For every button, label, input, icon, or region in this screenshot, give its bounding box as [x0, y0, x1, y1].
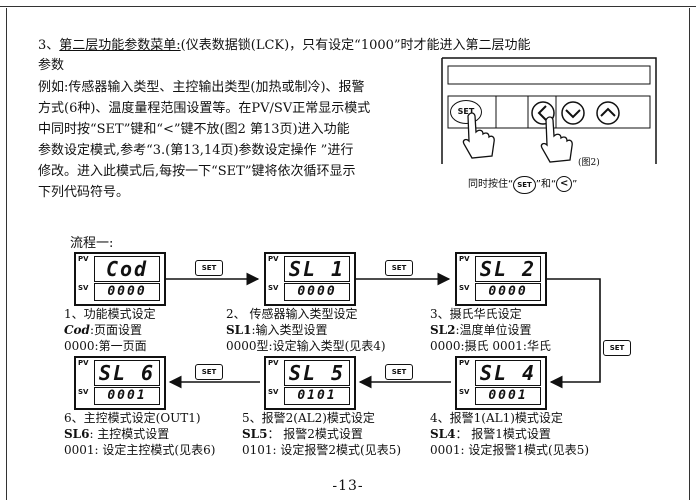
lcd-pv-display: SL 6 [94, 360, 160, 386]
figure-instruction: 同时按住“SET”和“<” [468, 176, 577, 194]
page-number: -13- [332, 478, 364, 494]
heading-line2: 参数 [38, 58, 65, 73]
up-arrow-key-icon [596, 101, 620, 125]
fig-arrow-keys [531, 101, 620, 125]
lcd-sv-display: 0101 [284, 387, 350, 405]
figure-caption: (图2) [578, 158, 600, 168]
page-top-border [0, 0, 696, 7]
step-4-desc: 4、报警1(AL1)模式设定 SL4： 报警1模式设置 0001: 设定报警1模… [430, 411, 590, 457]
set-key-icon: SET [513, 176, 536, 194]
lcd-sv-display: 0000 [475, 283, 541, 301]
set-key-icon: SET [385, 260, 413, 276]
heading-rest: (仪表数据锁(LCK)，只有设定“1000”时才能进入第二层功能 [180, 38, 531, 53]
lcd-sv-display: 0000 [284, 283, 350, 301]
paragraph-line-5: 修改。进入此模式后,每按一下“SET”键将依次循环显示 [38, 164, 356, 179]
lcd-sv-display: 0001 [475, 387, 541, 405]
fig-set-button: SET [450, 100, 482, 124]
lcd-pv-display: SL 2 [475, 256, 541, 282]
page-left-border [6, 8, 7, 500]
lcd-step-2: PV SL 1 SV 0000 [264, 252, 356, 306]
lcd-step-5: PV SL 5 SV 0101 [264, 356, 356, 410]
paragraph-line-2: 方式(6种)、温度量程范围设置等。在PV/SV正常显示模式 [38, 101, 371, 116]
lcd-pv-display: SL 1 [284, 256, 350, 282]
lcd-step-6: PV SL 6 SV 0001 [74, 356, 166, 410]
lcd-step-3: PV SL 2 SV 0000 [455, 252, 547, 306]
set-key-icon: SET [603, 340, 631, 356]
step-5-desc: 5、报警2(AL2)模式设定 SL5： 报警2模式设置 0101: 设定报警2模… [242, 411, 402, 457]
paragraph-line-3: 中同时按“SET”键和“<”键不放(图2 第13页)进入功能 [38, 122, 350, 137]
lcd-pv-display: Cod [94, 256, 160, 282]
left-arrow-icon: < [556, 176, 573, 192]
set-key-icon: SET [195, 364, 223, 380]
page-right-border [689, 8, 690, 500]
lcd-pv-display: SL 4 [475, 360, 541, 386]
lcd-pv-display: SL 5 [284, 360, 350, 386]
step-2-desc: 2、 传感器输入类型设定 SL1:输入类型设置 0000型:设定输入类型(见表4… [226, 307, 386, 353]
section-heading: 3、第二层功能参数菜单:(仪表数据锁(LCK)，只有设定“1000”时才能进入第… [38, 36, 531, 56]
set-key-icon: SET [195, 260, 223, 276]
heading-title: 第二层功能参数菜单: [59, 38, 181, 53]
step-6-desc: 6、主控模式设定(OUT1) SL6: 主控模式设置 0001: 设定主控模式(… [64, 411, 216, 457]
lcd-sv-display: 0001 [94, 387, 160, 405]
lcd-sv-display: 0000 [94, 283, 160, 301]
flow-title: 流程一: [70, 236, 114, 251]
lcd-step-4: PV SL 4 SV 0001 [455, 356, 547, 410]
pressing-hand-icon [462, 112, 495, 159]
step-1-desc: 1、功能模式设定 Cod:页面设置 0000:第一页面 [64, 307, 156, 353]
paragraph-line-6: 下列代码符号。 [38, 185, 130, 200]
pressing-hand-icon-2 [540, 116, 573, 163]
paragraph-line-1: 例如:传感器输入类型、主控输出类型(加热或制冷)、报警 [38, 80, 365, 95]
arrow-3-to-4 [547, 278, 601, 389]
set-key-icon: SET [385, 364, 413, 380]
paragraph-line-4: 参数设定模式,参考“3.(第13,14页)参数设定操作 ”进行 [38, 143, 354, 158]
step-3-desc: 3、摄氏华氏设定 SL2:温度单位设置 0000:摄氏 0001:华氏 [430, 307, 551, 353]
heading-number: 3、 [38, 38, 60, 53]
lcd-step-1: PV Cod SV 0000 [74, 252, 166, 306]
down-arrow-key-icon [561, 101, 585, 125]
